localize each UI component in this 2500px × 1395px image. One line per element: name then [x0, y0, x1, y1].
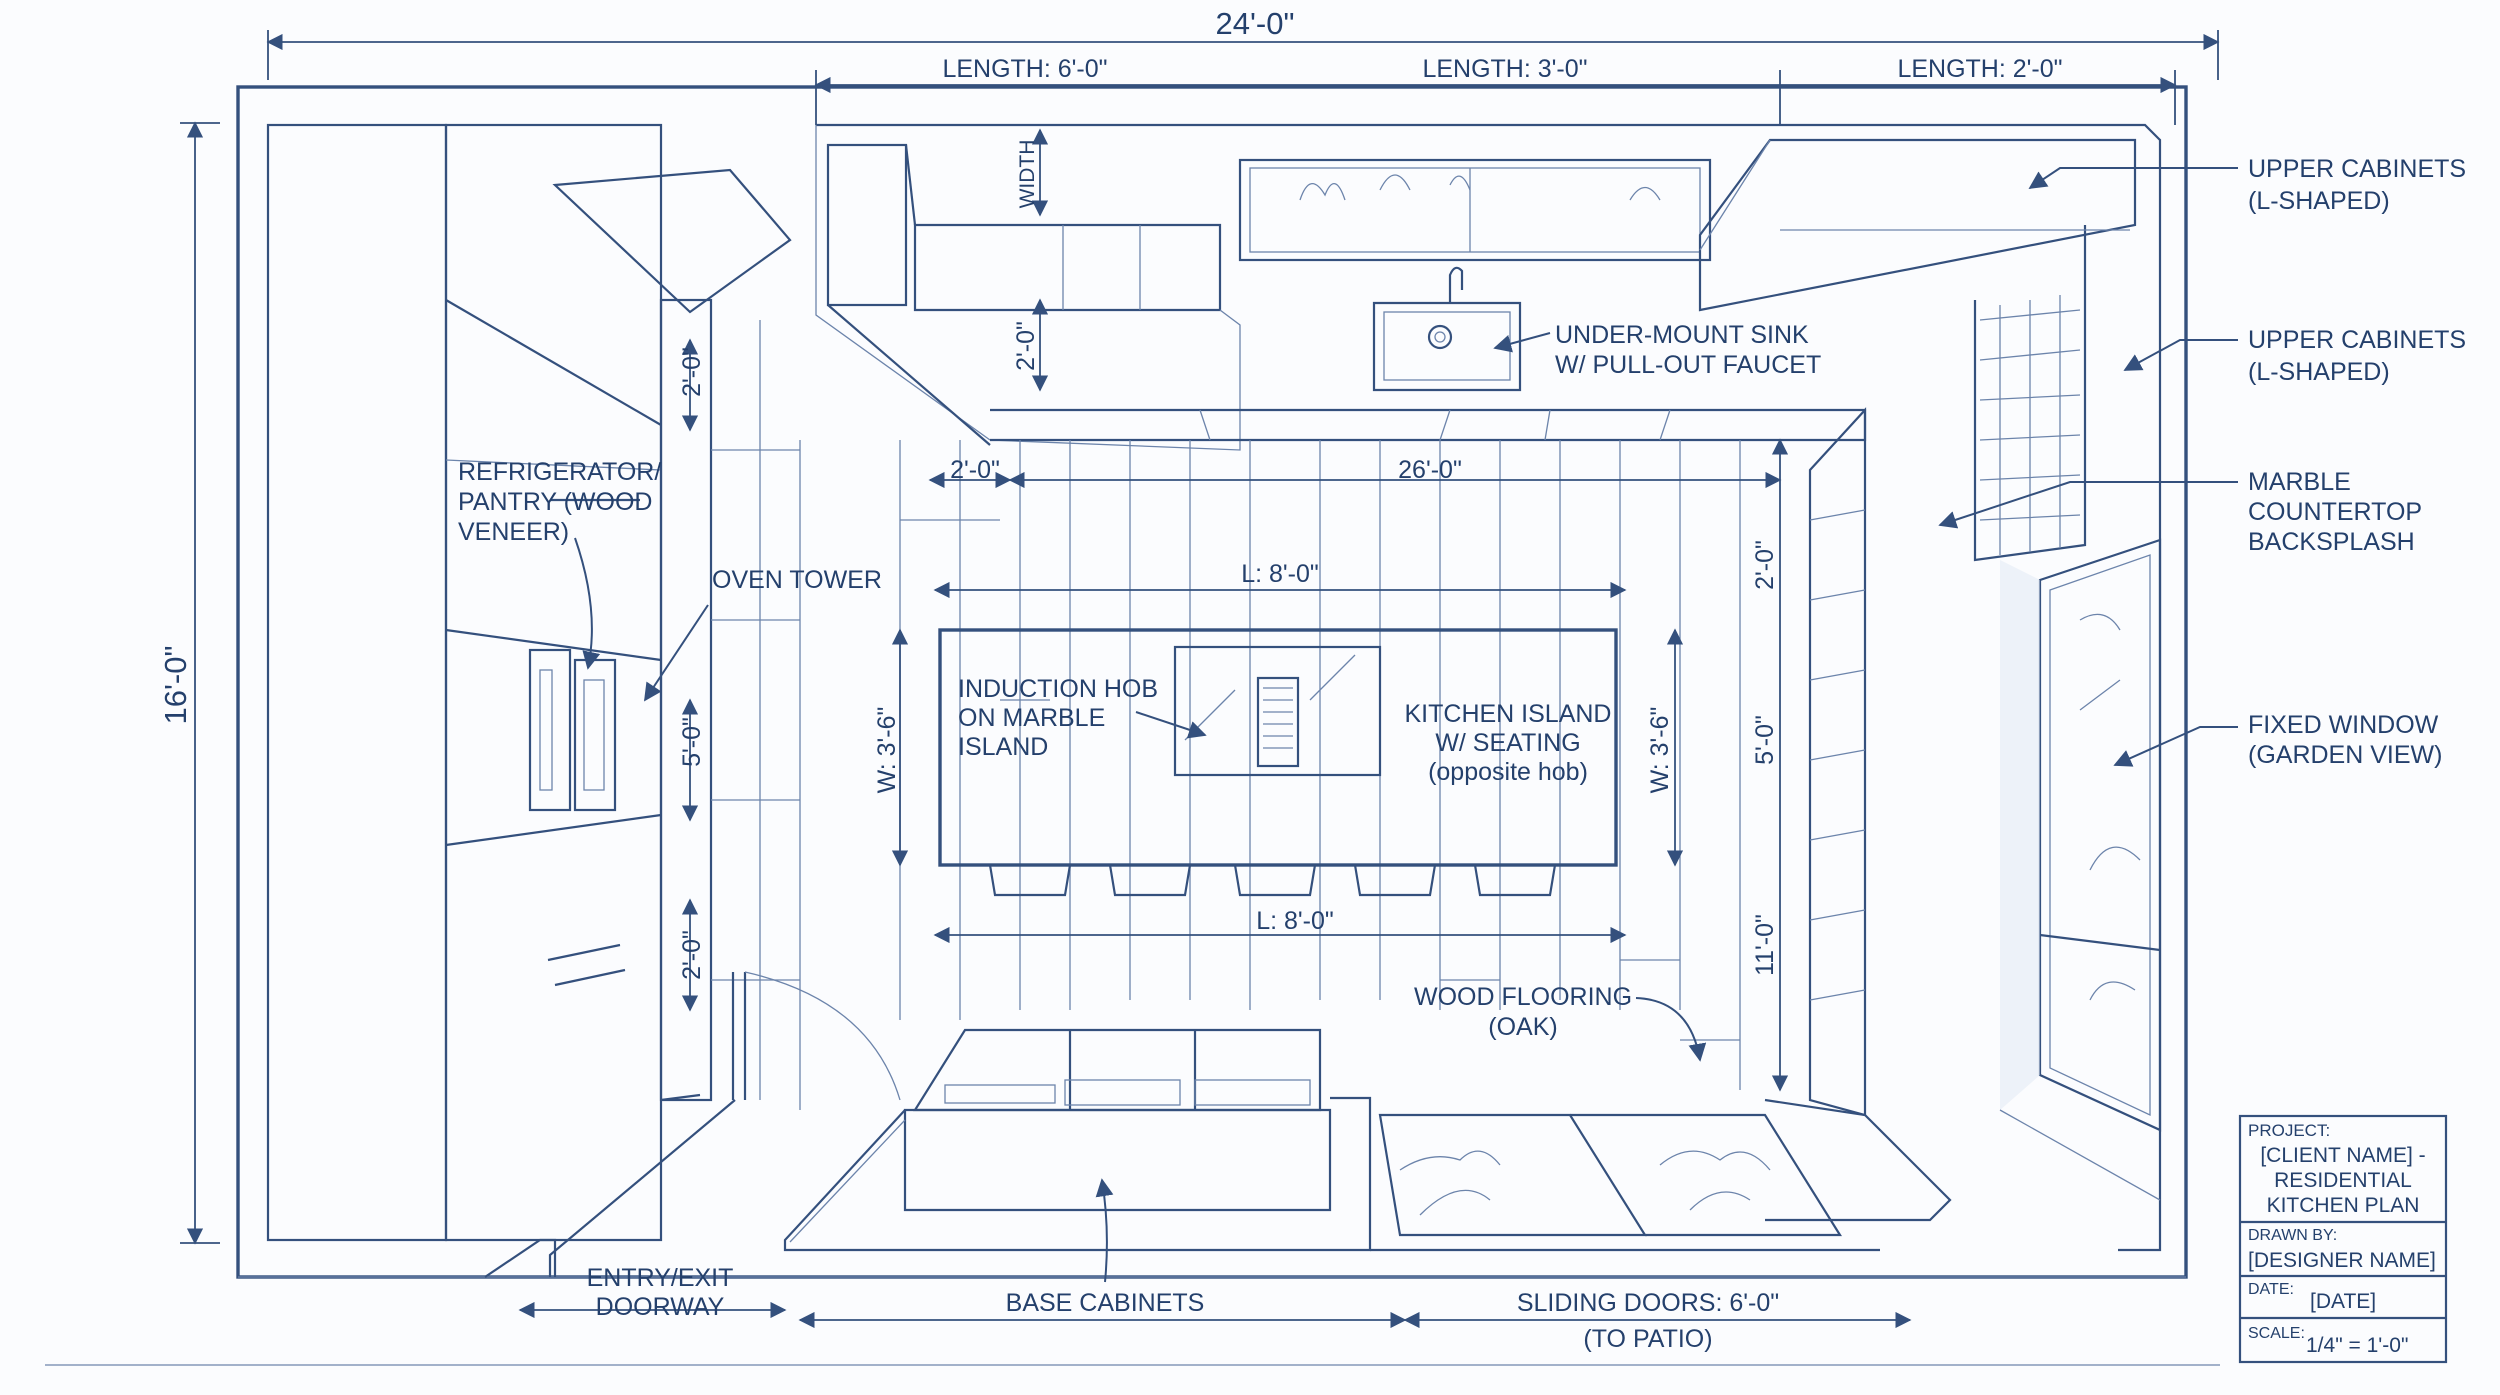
- wood-flooring-line-1: WOOD FLOORING: [1414, 983, 1632, 1011]
- fixed-window-line-1: FIXED WINDOW: [2248, 711, 2439, 739]
- right-bottom-dim: 11'-0": [1751, 914, 1779, 976]
- marble-line-3: BACKSPLASH: [2248, 528, 2415, 556]
- sliding-doors-line-1: SLIDING DOORS: 6'-0": [1517, 1289, 1779, 1317]
- upper-cabinets-2-line-1: UPPER CABINETS: [2248, 326, 2466, 354]
- fixed-window-line-2: (GARDEN VIEW): [2248, 741, 2442, 769]
- fixed-window: [1999, 538, 2162, 1201]
- marble-line-2: COUNTERTOP: [2248, 498, 2422, 526]
- top-window: [1238, 158, 1712, 262]
- hob-line-2: ON MARBLE: [958, 704, 1105, 732]
- island-line-3: (opposite hob): [1428, 758, 1588, 786]
- length-right-dim: LENGTH: 2'-0": [1897, 55, 2062, 83]
- island-length-top-dim: L: 8'-0": [1241, 560, 1319, 588]
- island-width-left-dim: W: 3'-6": [873, 707, 901, 794]
- overall-width-dim: 24'-0": [1216, 6, 1295, 41]
- hob-line-3: ISLAND: [958, 733, 1048, 761]
- length-left-dim: LENGTH: 6'-0": [942, 55, 1107, 83]
- under-mount-sink: [1372, 266, 1522, 392]
- right-counter: [1764, 407, 1952, 1222]
- title-block: PROJECT: [CLIENT NAME] - RESIDENTIAL KIT…: [2238, 1114, 2448, 1364]
- sink-line-2: W/ PULL-OUT FAUCET: [1555, 351, 1821, 379]
- callout-labels: UPPER CABINETS (L-SHAPED) UPPER CABINETS…: [458, 155, 2466, 1353]
- drawn-by-label: DRAWN BY:: [2248, 1227, 2337, 1244]
- dimension-text: 24'-0" LENGTH: 6'-0" LENGTH: 3'-0" LENGT…: [158, 6, 2063, 980]
- length-center-dim: LENGTH: 3'-0": [1422, 55, 1587, 83]
- tower-bottom-dim: 2'-0": [678, 930, 706, 980]
- entry-line-2: DOORWAY: [596, 1293, 725, 1321]
- base-cabinets: [783, 1028, 1372, 1252]
- overall-depth-dim: 16'-0": [158, 646, 193, 725]
- refrigerator-line-1: REFRIGERATOR/: [458, 458, 661, 486]
- kitchen-island: [938, 628, 1618, 897]
- sink-line-1: UNDER-MOUNT SINK: [1555, 321, 1809, 349]
- countertop-back-run: [990, 408, 1867, 442]
- sliding-doors-line-2: (TO PATIO): [1583, 1325, 1712, 1353]
- upper-cabinets-top-left: [826, 143, 1241, 451]
- upper-cabinets-1-line-2: (L-SHAPED): [2248, 187, 2390, 215]
- island-width-right-dim: W: 3'-6": [1646, 707, 1674, 794]
- refrigerator-line-2: PANTRY (WOOD: [458, 488, 652, 516]
- right-mid-dim: 5'-0": [1751, 715, 1779, 765]
- marble-line-1: MARBLE: [2248, 468, 2351, 496]
- dimension-lines: [45, 30, 2220, 1366]
- project-line-1: [CLIENT NAME] -: [2260, 1144, 2425, 1167]
- island-length-bottom-dim: L: 8'-0": [1256, 907, 1334, 935]
- leader-arrows: [574, 167, 2238, 1283]
- tower-mid-dim: 5'-0": [678, 717, 706, 767]
- upper-depth-dim: 2'-0": [1012, 321, 1040, 371]
- project-line-2: RESIDENTIAL: [2274, 1169, 2412, 1192]
- entry-door: [484, 971, 901, 1278]
- date-value: [DATE]: [2310, 1290, 2376, 1313]
- upper-cabinets-1-line-1: UPPER CABINETS: [2248, 155, 2466, 183]
- hob-line-1: INDUCTION HOB: [958, 675, 1158, 703]
- right-top-dim: 2'-0": [1751, 540, 1779, 590]
- width-dim: WIDTH: [1016, 140, 1039, 209]
- island-stools: [988, 863, 1557, 897]
- oven-tower-label: OVEN TOWER: [712, 566, 882, 594]
- upper-cabinets-2-line-2: (L-SHAPED): [2248, 358, 2390, 386]
- drawn-by-value: [DESIGNER NAME]: [2248, 1249, 2436, 1272]
- base-cabinets-label: BASE CABINETS: [1006, 1289, 1205, 1317]
- wood-flooring-line-2: (OAK): [1488, 1013, 1557, 1041]
- aisle-left-dim: 2'-0": [950, 456, 1000, 484]
- project-label: PROJECT:: [2248, 1121, 2330, 1140]
- date-label: DATE:: [2248, 1281, 2294, 1298]
- aisle-run-dim: 26'-0": [1398, 456, 1462, 484]
- scale-value: 1/4" = 1'-0": [2306, 1334, 2408, 1357]
- sliding-doors: [1370, 1113, 1880, 1252]
- refrigerator-line-3: VENEER): [458, 518, 569, 546]
- upper-cabinets-l-shaped: [1698, 138, 2137, 562]
- island-line-1: KITCHEN ISLAND: [1405, 700, 1612, 728]
- island-line-2: W/ SEATING: [1435, 729, 1580, 757]
- entry-line-1: ENTRY/EXIT: [587, 1264, 734, 1292]
- tower-top-dim: 2'-0": [678, 347, 706, 397]
- scale-label: SCALE:: [2248, 1325, 2305, 1342]
- project-line-3: KITCHEN PLAN: [2267, 1194, 2420, 1217]
